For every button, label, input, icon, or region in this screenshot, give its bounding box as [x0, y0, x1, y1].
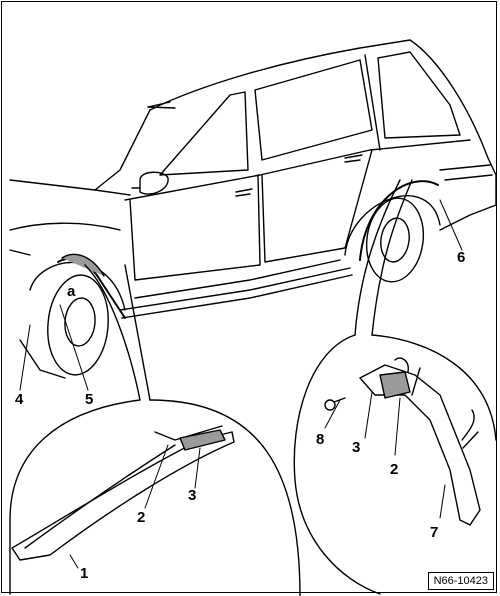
leader-4	[19, 324, 31, 391]
callout-1: 1	[80, 565, 89, 582]
callout-2-left: 2	[137, 509, 146, 526]
leader-5	[59, 304, 89, 391]
figure-code: N66-10423	[427, 572, 494, 590]
callout-2-right: 2	[390, 461, 399, 478]
leader-6	[439, 199, 463, 251]
detail-bubble-right	[293, 179, 497, 595]
arch-trim-front	[57, 253, 126, 319]
callout-a: a	[67, 283, 76, 300]
callout-7: 7	[430, 524, 439, 541]
callout-6: 6	[457, 249, 466, 266]
callout-4: 4	[15, 391, 24, 408]
detail-bubble-left	[9, 264, 301, 596]
car-body	[9, 39, 497, 379]
callout-5: 5	[85, 391, 94, 408]
callout-3-left: 3	[188, 487, 197, 504]
callout-3-right: 3	[352, 439, 361, 456]
arch-trim-rear	[359, 180, 439, 261]
callout-8: 8	[316, 431, 325, 448]
